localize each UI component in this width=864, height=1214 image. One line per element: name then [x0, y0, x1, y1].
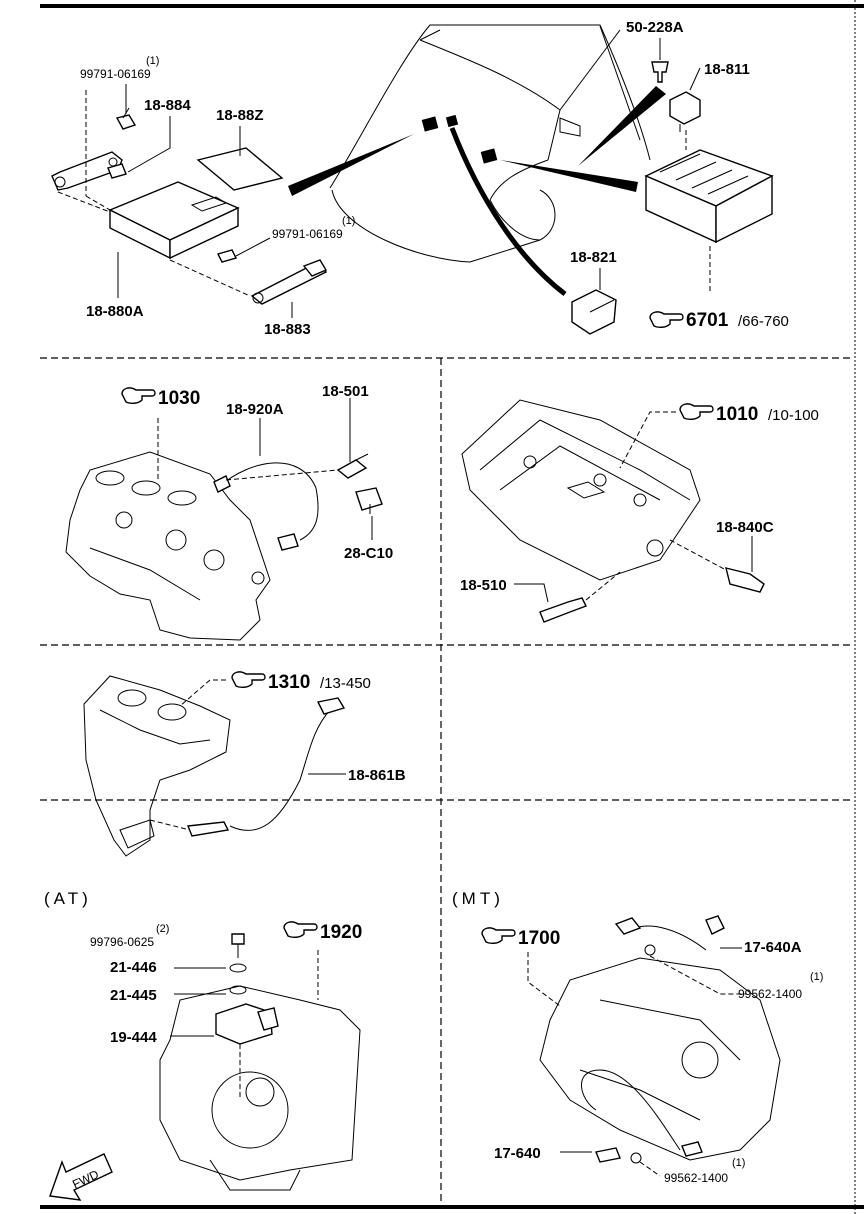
label-17-640a: 17-640A [744, 939, 802, 956]
pointing-hand-icon-1920 [283, 921, 318, 939]
label-21-446: 21-446 [110, 959, 157, 976]
ref-6701: 6701 [686, 310, 729, 331]
label-18-883: 18-883 [264, 321, 311, 338]
mid-left-leaders [157, 398, 373, 540]
pointing-hand-icon-1030 [121, 387, 156, 405]
relay-50-228a-clip [651, 61, 669, 83]
exhaust-manifold [83, 675, 231, 857]
relay-18-821 [571, 289, 617, 335]
pointing-hand-icon-1310 [231, 671, 266, 689]
label-18-510: 18-510 [460, 577, 507, 594]
fwd-arrow-icon: FWD [49, 1153, 113, 1201]
part-labels: (1) 99791-06169 18-884 18-88Z (1) 99791-… [44, 19, 823, 1185]
clip-28-c10 [355, 487, 383, 514]
ref-1700: 1700 [518, 928, 560, 949]
ref-6701-sub: /66-760 [738, 313, 789, 330]
label-99791-06169-mid: 99791-06169 [272, 227, 343, 241]
car-outline [329, 24, 651, 263]
section-separators [40, 357, 850, 1205]
sensor-18-840c [725, 567, 765, 593]
label-18-920a: 18-920A [226, 401, 284, 418]
manifold-leaders [179, 679, 346, 775]
sensor-18-510 [539, 597, 587, 623]
ref-1310-sub: /13-450 [320, 675, 371, 692]
mid-right-leaders [514, 411, 753, 603]
label-17-640: 17-640 [494, 1145, 541, 1162]
ecu-bracket-front [250, 259, 328, 305]
ref-1920: 1920 [320, 922, 362, 943]
ecu-label-sheet [196, 147, 284, 191]
label-21-445: 21-445 [110, 987, 157, 1004]
label-50-228a: 50-228A [626, 19, 684, 36]
label-18-88z: 18-88Z [216, 107, 264, 124]
label-99562-1400-top-qty: (1) [810, 971, 823, 983]
label-28-c10: 28-C10 [344, 545, 393, 562]
ecu-leader-lines [57, 84, 293, 318]
pointing-hand-icon-1700 [481, 927, 516, 945]
mt-sensor-harnesses [581, 915, 725, 1164]
label-99791-06169-mid-qty: (1) [342, 215, 355, 227]
cylinder-head [461, 399, 701, 581]
ref-1010-sub: /10-100 [768, 407, 819, 424]
fuse-box [644, 130, 774, 244]
label-99796-0625: 99796-0625 [90, 935, 154, 949]
sensor-18-501 [336, 453, 369, 479]
mt-leaders [527, 947, 746, 1177]
label-99562-1400-bot: 99562-1400 [664, 1171, 728, 1185]
label-18-821: 18-821 [570, 249, 617, 266]
ref-1010: 1010 [716, 404, 758, 425]
ecu-bolt-mid [216, 249, 238, 263]
ref-1030: 1030 [158, 388, 200, 409]
ecu-bracket-rear [51, 151, 127, 191]
page-frame [40, 0, 864, 1214]
caption-mt: (MT) [452, 889, 504, 908]
label-99791-06169-top: 99791-06169 [80, 67, 151, 81]
label-18-811: 18-811 [704, 61, 750, 78]
label-99796-0625-qty: (2) [156, 923, 169, 935]
label-18-880a: 18-880A [86, 303, 144, 320]
pointing-hand-icon-6701 [649, 311, 684, 329]
o2-sensor-18-861b [149, 697, 346, 837]
at-leaders [170, 950, 319, 1037]
label-99562-1400-top: 99562-1400 [738, 987, 802, 1001]
car-location-marks [288, 86, 666, 296]
label-18-884: 18-884 [144, 97, 191, 114]
at-sensor-parts [215, 933, 279, 1045]
label-19-444: 19-444 [110, 1029, 157, 1046]
top-leader-lines [599, 38, 711, 294]
relay-18-811 [669, 91, 701, 132]
ref-1310: 1310 [268, 672, 310, 693]
label-18-840c: 18-840C [716, 519, 774, 536]
caption-at: (AT) [44, 889, 92, 908]
label-18-861b: 18-861B [348, 767, 406, 784]
engine-block [65, 451, 271, 641]
ecu-bolt-top [115, 107, 137, 130]
label-99562-1400-bot-qty: (1) [732, 1157, 745, 1169]
label-18-501: 18-501 [322, 383, 369, 400]
ecu-unit [108, 181, 240, 260]
mt-transmission [539, 957, 781, 1161]
pointing-hand-icon-1010 [679, 403, 714, 421]
label-99791-06169-top-qty: (1) [146, 55, 159, 67]
